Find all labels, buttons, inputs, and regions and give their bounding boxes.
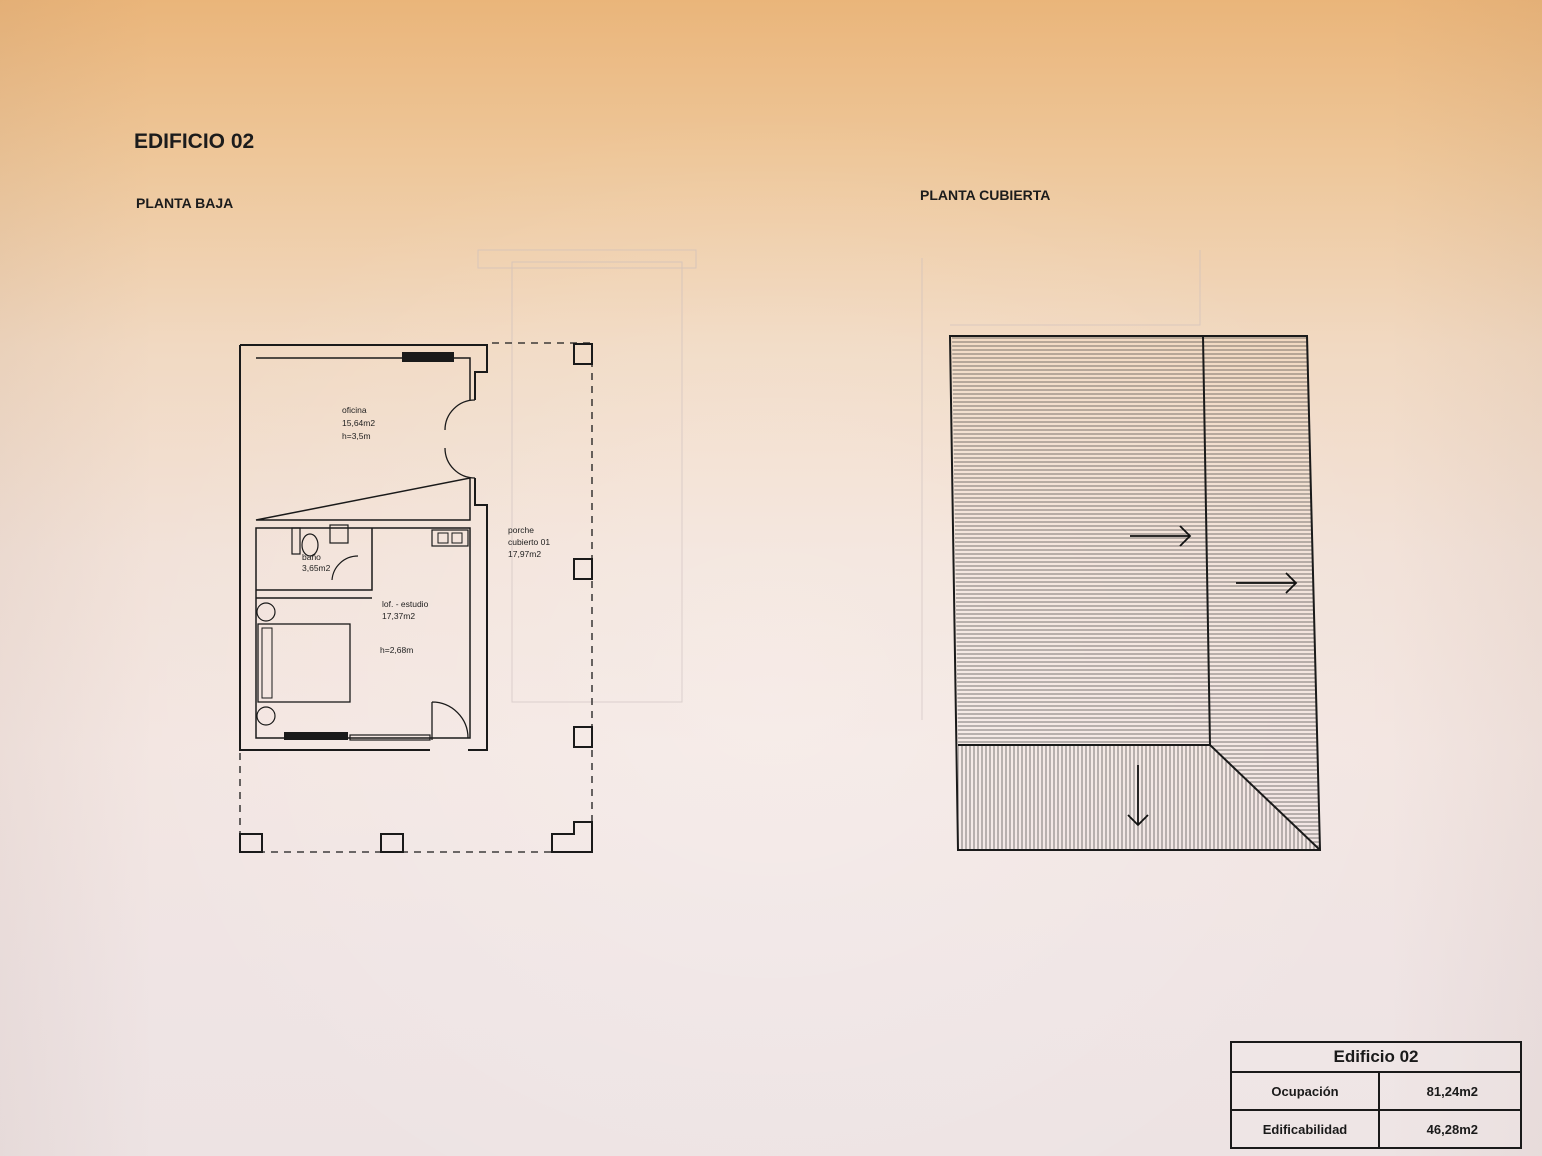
summary-table-title: Edificio 02 <box>1230 1041 1522 1073</box>
loft-door <box>431 701 469 740</box>
loft-label-name: lof. - estudio <box>382 599 429 609</box>
toilet-icon <box>301 533 319 557</box>
slope-arrow-right-icon <box>1130 525 1192 547</box>
bath-partition <box>256 528 373 599</box>
occupancy-label: Ocupación <box>1230 1071 1380 1111</box>
office-window <box>402 352 454 362</box>
office-label-height: h=3,5m <box>342 431 371 441</box>
loft-inner-wall <box>255 527 471 739</box>
roof-plan-title: PLANTA CUBIERTA <box>920 187 1051 203</box>
pillar <box>573 343 593 365</box>
roof-faint-lines <box>921 250 1201 720</box>
occupancy-value: 81,24m2 <box>1378 1071 1522 1111</box>
kitchen-sink-icon <box>431 529 469 547</box>
exterior-wall <box>240 344 488 751</box>
bath-label-name: baño <box>302 552 321 562</box>
building-title: EDIFICIO 02 <box>134 130 255 153</box>
porch-label-name: cubierto 01 <box>508 537 550 547</box>
buildability-label: Edificabilidad <box>1230 1109 1380 1149</box>
porch-label-name-1: porche <box>508 525 534 535</box>
porch-outline <box>239 342 593 853</box>
pillar <box>380 833 404 853</box>
slope-arrow-down-icon <box>1127 765 1149 827</box>
pillar <box>573 558 593 580</box>
pillar <box>239 833 263 853</box>
office-label-name: oficina <box>342 405 367 415</box>
slope-arrow-right-icon <box>1236 572 1298 594</box>
pillar <box>573 726 593 748</box>
nightstand-icon <box>256 706 276 726</box>
buildability-value: 46,28m2 <box>1378 1109 1522 1149</box>
bed-headboard <box>261 627 273 699</box>
kitchen-sink-basin <box>451 532 463 544</box>
bath-label-area: 3,65m2 <box>302 563 331 573</box>
office-label-area: 15,64m2 <box>342 418 375 428</box>
office-inner-wall <box>255 357 471 521</box>
loft-window <box>284 732 348 740</box>
bath-sink-icon <box>329 524 349 544</box>
summary-table: Edificio 02 Ocupación 81,24m2 Edificabil… <box>1230 1041 1522 1149</box>
porch-label-area: 17,97m2 <box>508 549 541 559</box>
ground-floor-title: PLANTA BAJA <box>136 195 234 211</box>
roof-slope-main <box>952 336 1210 745</box>
office-door <box>444 399 476 479</box>
bed-icon <box>257 623 351 703</box>
exterior-wall-west <box>239 345 430 751</box>
pillar <box>551 821 593 853</box>
kitchen-sink-basin <box>437 532 449 544</box>
loft-label-height: h=2,68m <box>380 645 413 655</box>
roof-slope-south <box>958 745 1320 850</box>
bath-shelf <box>291 527 301 555</box>
roof-slope-east <box>1203 336 1320 850</box>
bath-door <box>331 555 359 581</box>
loft-window-2 <box>349 734 431 741</box>
loft-label-area: 17,37m2 <box>382 611 415 621</box>
nightstand-icon <box>256 602 276 622</box>
faint-grid-lines <box>477 249 697 703</box>
